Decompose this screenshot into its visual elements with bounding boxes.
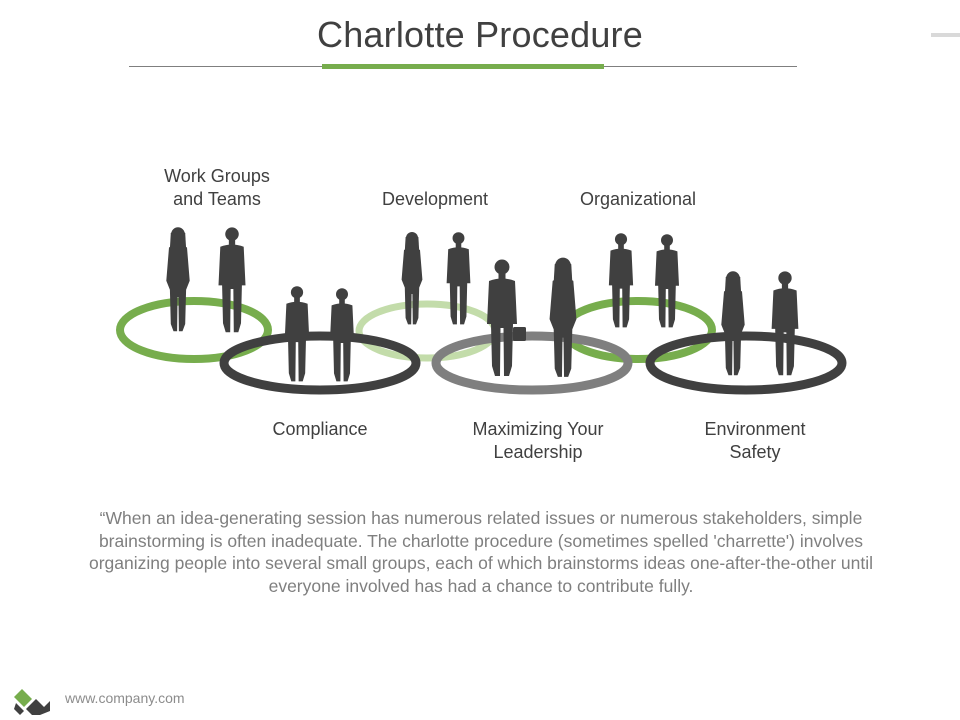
label-compliance: Compliance [272, 419, 368, 439]
ring-compliance [219, 331, 421, 395]
man-figure [284, 286, 310, 382]
man-figure [330, 288, 354, 382]
woman-figure [401, 232, 423, 325]
page-title: Charlotte Procedure [317, 14, 643, 55]
description-quote: “When an idea-generating session has num… [88, 508, 874, 596]
label-environment: Environment Safety [704, 419, 806, 462]
man-figure [218, 227, 246, 333]
woman-figure [549, 257, 577, 377]
label-leadership: Maximizing Your Leadership [472, 419, 604, 462]
label-organizational: Organizational [579, 189, 697, 209]
man-figure [487, 259, 517, 376]
corner-decoration [931, 33, 960, 37]
footer-url[interactable]: www.company.com [65, 690, 185, 706]
company-logo-icon [14, 689, 50, 715]
ring-environment [645, 331, 847, 395]
woman-figure [166, 227, 190, 332]
woman-figure [721, 271, 745, 376]
ring-organizational [560, 297, 716, 363]
man-figure [771, 271, 799, 376]
title-accent-bar [322, 64, 604, 69]
man-figure [655, 234, 679, 328]
briefcase-icon [513, 327, 526, 341]
label-work-groups: Work Groups and Teams [164, 166, 270, 209]
ring-leadership [431, 331, 633, 395]
man-figure [608, 233, 634, 328]
label-development: Development [381, 189, 489, 209]
ring-work-groups [116, 297, 272, 363]
ring-development [355, 300, 499, 362]
